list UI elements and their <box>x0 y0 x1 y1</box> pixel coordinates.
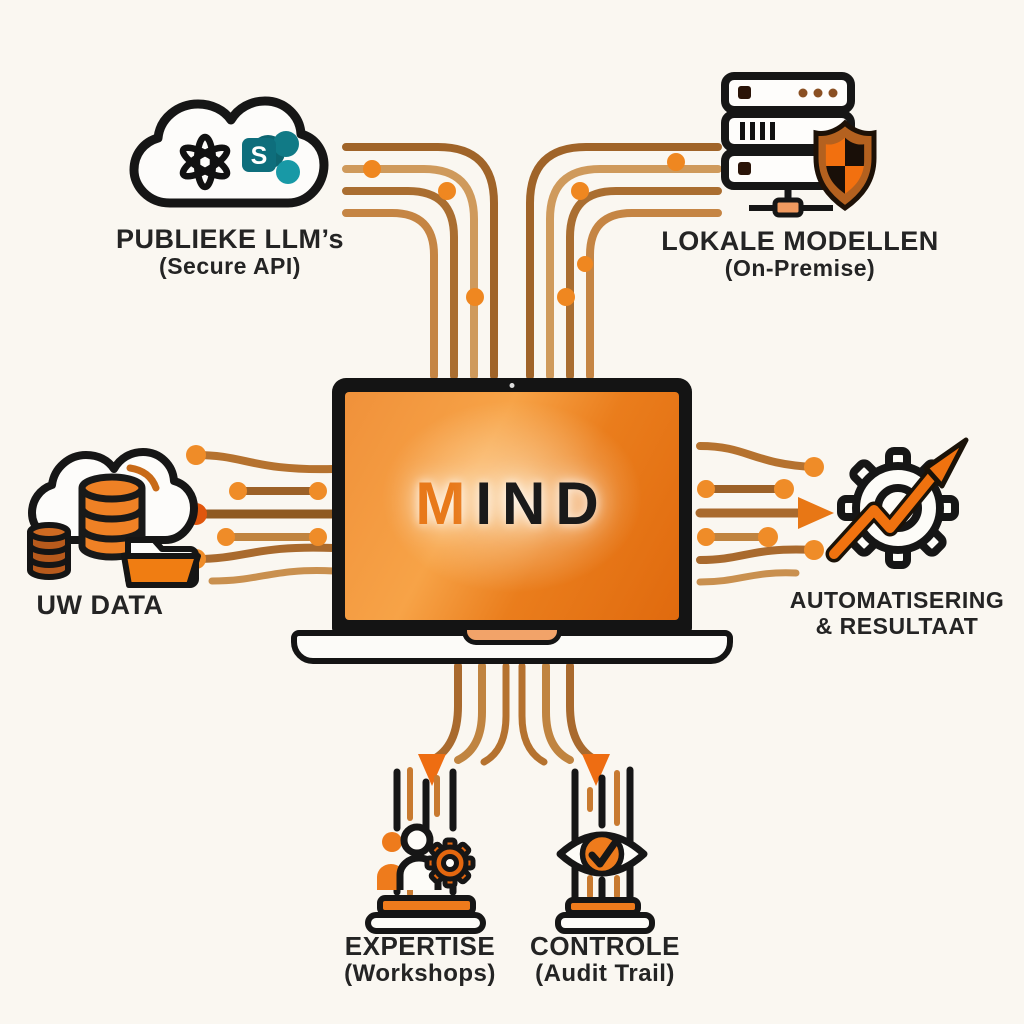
expertise-subtitle: (Workshops) <box>344 960 496 988</box>
circuit-pillar-lines <box>571 766 634 904</box>
automation-icon <box>825 437 969 569</box>
laptop-icon <box>332 378 692 634</box>
label-expertise: EXPERTISE (Workshops) <box>344 931 496 988</box>
label-lokale-modellen: LOKALE MODELLEN (On-Premise) <box>661 226 939 282</box>
expertise-title: EXPERTISE <box>344 931 496 961</box>
control-icon <box>555 766 655 934</box>
folder-icon <box>121 537 201 588</box>
laptop-screen <box>345 392 679 620</box>
product-logo-accent: M <box>415 469 476 537</box>
growth-arrow-icon <box>825 437 969 563</box>
automatisering-line2: & RESULTAAT <box>815 612 979 639</box>
controle-subtitle: (Audit Trail) <box>535 960 675 988</box>
label-uw-data: UW DATA <box>37 590 164 620</box>
eye-checkmark-icon <box>556 831 648 877</box>
podium-icon <box>365 895 486 934</box>
trace-bundle-right <box>695 442 834 586</box>
sync-arc-icon <box>126 464 160 492</box>
laptop-base <box>291 630 733 664</box>
sharepoint-icon: S <box>242 131 300 184</box>
sharepoint-letter: S <box>251 142 268 170</box>
openai-logo-icon <box>179 133 231 191</box>
uw-data-title: UW DATA <box>36 590 164 620</box>
webcam-dot-icon <box>509 383 515 388</box>
expertise-icon <box>365 767 486 934</box>
trace-bundle-top-left <box>342 143 498 380</box>
podium-icon <box>555 897 655 934</box>
workshop-gear-icon <box>424 837 476 889</box>
public-llm-cloud-icon: S <box>129 96 329 208</box>
checkmark-icon <box>588 840 618 868</box>
controle-title: CONTROLE <box>530 931 680 961</box>
your-data-icon <box>27 448 201 588</box>
label-automatisering: AUTOMATISERING & RESULTAAT <box>789 587 1005 640</box>
automatisering-line1: AUTOMATISERING <box>789 587 1005 613</box>
publieke-llms-subtitle: (Secure API) <box>159 253 301 280</box>
database-small-icon <box>27 522 71 580</box>
lokale-modellen-subtitle: (On-Premise) <box>724 255 876 282</box>
label-publieke-llms: PUBLIEKE LLM’s (Secure API) <box>116 224 344 280</box>
local-models-server-icon <box>721 72 877 218</box>
label-controle: CONTROLE (Audit Trail) <box>530 931 680 988</box>
publieke-llms-title: PUBLIEKE LLM’s <box>115 224 345 254</box>
shield-icon <box>813 119 877 212</box>
product-logo-rest: IND <box>475 469 609 537</box>
laptop-notch <box>462 630 562 645</box>
lokale-modellen-title: LOKALE MODELLEN <box>661 226 939 256</box>
